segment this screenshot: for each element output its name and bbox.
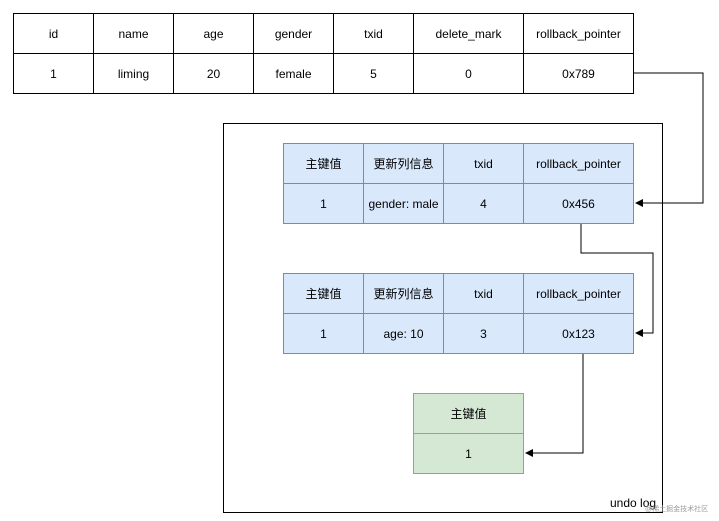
main-cell-age: 20: [173, 53, 254, 94]
undo2-cell-pk: 1: [283, 313, 364, 354]
main-cell-rollback-pointer: 0x789: [523, 53, 634, 94]
undo-log-label: undo log: [610, 496, 657, 510]
undo2-header-update-info: 更新列信息: [363, 273, 444, 314]
undo1-header-rollback-pointer: rollback_pointer: [523, 143, 634, 184]
pointer-arrow-0x456: [580, 224, 654, 337]
main-header-gender: gender: [253, 13, 334, 54]
watermark: @稀土掘金技术社区: [645, 506, 709, 513]
undo2-cell-txid: 3: [443, 313, 524, 354]
undo1-cell-update-info: gender: male: [363, 183, 444, 224]
undo1-header-pk: 主键值: [283, 143, 364, 184]
pointer-arrow-0x789: [634, 72, 704, 207]
main-header-id: id: [13, 13, 94, 54]
undo3-cell-pk: 1: [413, 433, 524, 474]
undo1-cell-txid: 4: [443, 183, 524, 224]
main-header-name: name: [93, 13, 174, 54]
undo2-header-pk: 主键值: [283, 273, 364, 314]
undo2-header-rollback-pointer: rollback_pointer: [523, 273, 634, 314]
main-cell-delete-mark: 0: [413, 53, 524, 94]
main-header-delete-mark: delete_mark: [413, 13, 524, 54]
undo-log-frame: [223, 123, 663, 513]
undo2-cell-rollback-pointer: 0x123: [523, 313, 634, 354]
undo2-cell-update-info: age: 10: [363, 313, 444, 354]
main-header-txid: txid: [333, 13, 414, 54]
undo3-header-pk: 主键值: [413, 393, 524, 434]
undo1-cell-rollback-pointer: 0x456: [523, 183, 634, 224]
main-cell-name: liming: [93, 53, 174, 94]
pointer-arrow-0x123: [525, 354, 584, 457]
main-header-rollback-pointer: rollback_pointer: [523, 13, 634, 54]
